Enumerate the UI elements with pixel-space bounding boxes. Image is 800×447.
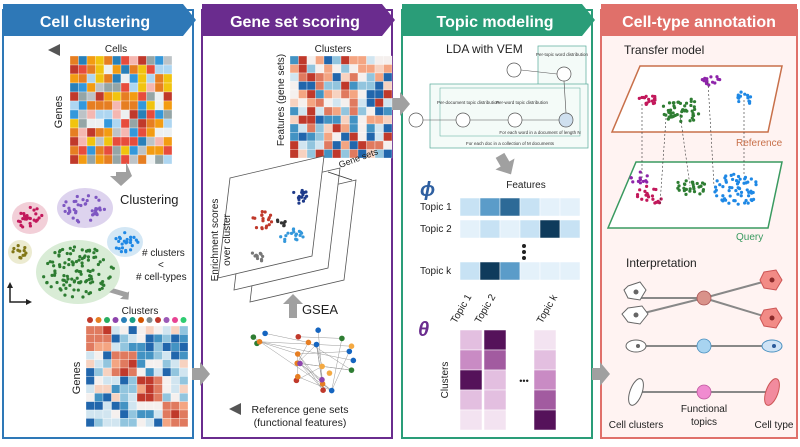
axes-icon [10,286,28,302]
title-cell-clustering: Cell clustering [40,14,150,31]
reference-plane [612,66,782,132]
theta-col-topic1: Topic 1 [449,292,475,325]
genes-label-2: Genes [71,361,83,394]
title-gene-set-scoring: Gene set scoring [230,14,360,31]
cell-clusters-label: Cell clusters [609,420,663,431]
phi-row-topic1: Topic 1 [420,202,452,213]
query-label: Query [736,232,763,243]
lda-label: LDA with VEM [446,42,523,56]
sort-triangle-icon [48,44,60,56]
gene-network [251,327,357,393]
theta-col-topick: Topic k [535,292,561,325]
n-clusters-label: # clusters [142,248,185,259]
clusters-label-3: Clusters [440,362,451,399]
cells-label: Cells [105,44,127,55]
phi-heatmap [460,198,580,280]
enrichment-label-1: Enrichment scores [210,199,221,282]
title-celltype-annotation: Cell-type annotation [622,14,776,31]
cell-gene-heatmap [70,56,172,164]
enrichment-label-2: over cluster [222,213,233,265]
transfer-model-label: Transfer model [624,43,704,57]
lda-note1-label: For each word in a document of length N [499,130,580,135]
phi-symbol: ϕ [420,179,435,201]
phi-row-topick: Topic k [420,266,452,277]
cluster-color-circles [87,317,187,323]
query-plane [608,162,782,228]
phi-row-topic2: Topic 2 [420,224,452,235]
n-celltypes-label: # cell-types [136,272,187,283]
theta-ellipsis: ••• [519,376,528,386]
arrow-panel1-to-2 [192,362,210,386]
functional-features-label: (functional features) [254,417,347,429]
interpretation-label: Interpretation [626,256,697,270]
less-than-label: < [158,260,164,271]
gsea-label: GSEA [302,302,338,317]
cluster-gene-heatmap [86,326,188,427]
arrow-lda-to-phi [490,150,520,180]
clustering-label: Clustering [120,192,179,207]
topics-label: topics [691,417,717,428]
reference-label: Reference [736,138,783,149]
theta-symbol: θ [418,319,429,341]
arrow-up-gsea [283,294,303,318]
lda-plate-diagram: Per-topic word distribution Per-document… [409,46,589,148]
genes-label: Genes [53,95,65,128]
title-topic-modeling: Topic modeling [436,14,553,31]
arrow-panel2-to-3 [392,92,410,116]
reference-gene-sets-label: Reference gene sets [252,404,349,416]
clusters-label-1: Clusters [122,306,159,317]
lda-box3-label: Per-word topic distribution [496,100,549,105]
features-label-phi: Features [506,180,545,191]
theta-col-topic2: Topic 2 [473,292,499,325]
cell-type-label: Cell type [755,420,794,431]
features-label-gs: Features (gene sets) [276,54,287,146]
theta-heatmap [460,330,556,430]
arrow-down-1 [110,162,132,186]
reference-triangle-icon [229,403,241,415]
lda-box1-label: Per-topic word distribution [536,52,589,57]
lda-note2-label: For each doc in a collection of M docume… [466,141,555,146]
features-cluster-heatmap [290,56,392,158]
clusters-label-2: Clusters [315,44,352,55]
functional-label: Functional [681,404,727,415]
lda-box2-label: Per-document topic distribution [437,100,500,105]
